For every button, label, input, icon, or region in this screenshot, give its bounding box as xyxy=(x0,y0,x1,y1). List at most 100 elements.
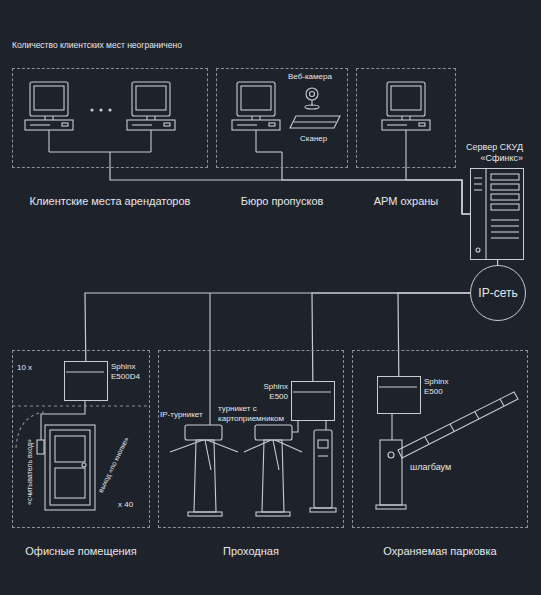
door-icon xyxy=(50,430,90,505)
card-receiver-icon xyxy=(318,455,328,456)
barrier-icon xyxy=(376,392,518,509)
controller-detail xyxy=(293,391,331,392)
controller-wire xyxy=(391,413,392,440)
network-label: IP-сеть xyxy=(478,286,517,300)
annotation-label: турникет с картоприемником xyxy=(218,404,288,423)
card-reader xyxy=(37,440,44,454)
webcam-icon xyxy=(310,92,315,97)
ellipsis-dots xyxy=(99,108,102,111)
controller-label: Sphinx E500D4 xyxy=(111,362,155,381)
turnstile-icon xyxy=(262,440,284,512)
annotation-label: Сканер xyxy=(300,134,327,144)
network-connector xyxy=(110,168,470,214)
annotation-label: x 40 xyxy=(118,500,133,510)
barrier-icon xyxy=(450,424,454,431)
controller-wire xyxy=(325,420,326,430)
turnstile-icon xyxy=(256,512,290,516)
network-connector xyxy=(406,168,470,214)
controller-label: Sphinx E500 xyxy=(424,377,468,396)
server-icon xyxy=(474,189,482,190)
scanner-icon xyxy=(290,116,340,128)
annotation-label: «считыватель вход» xyxy=(26,439,34,505)
barrier-icon xyxy=(475,412,479,419)
controller-detail xyxy=(66,371,104,372)
group-caption: Проходная xyxy=(139,545,363,558)
turnstile-icon xyxy=(170,440,203,452)
group-box: Бюро пропусков xyxy=(216,68,348,168)
ellipsis-dots xyxy=(90,108,93,111)
annotation-label: IP-турникет xyxy=(160,410,203,420)
card-reader xyxy=(37,440,44,454)
ellipsis-dots xyxy=(108,108,111,111)
door-icon xyxy=(55,436,85,462)
network-connector xyxy=(398,293,470,376)
turnstile-icon xyxy=(255,425,292,440)
controller-wire xyxy=(41,400,85,440)
server-icon xyxy=(491,174,519,180)
webcam-icon xyxy=(306,88,318,100)
barrier-icon xyxy=(388,452,394,458)
card-receiver-icon xyxy=(318,440,328,448)
server-icon xyxy=(491,194,519,200)
group-caption: Охраняемая парковка xyxy=(333,545,541,558)
controller-wire xyxy=(41,293,392,440)
server-icon xyxy=(491,184,519,190)
group-caption: АРМ охраны xyxy=(337,195,475,208)
group-box: АРМ охраны xyxy=(356,68,456,168)
door-icon xyxy=(82,463,86,467)
server-icon xyxy=(491,231,519,232)
bus-wire xyxy=(405,130,406,168)
turnstile-icon xyxy=(273,440,279,470)
computer-icon xyxy=(127,82,175,130)
group-box: Sphinx E500Охраняемая парковка xyxy=(352,350,528,528)
turnstile-icon xyxy=(188,512,222,516)
group-box: Sphinx E500Проходная xyxy=(158,350,344,528)
annotation-label: Количество клиентских мест неограничено xyxy=(12,40,182,50)
controller-box: Sphinx E500D4 xyxy=(64,361,108,401)
network-connector xyxy=(312,293,470,381)
scanner-icon xyxy=(294,121,336,122)
card-receiver-icon xyxy=(310,508,336,512)
group-caption: Бюро пропусков xyxy=(197,195,367,208)
server-icon xyxy=(474,177,482,178)
turnstile-icon xyxy=(207,440,238,452)
annotation-label: выход «по кнопке» xyxy=(97,436,131,495)
turnstile-icon xyxy=(194,440,216,512)
region-separator xyxy=(12,405,150,406)
server-icon xyxy=(491,237,519,238)
server-icon xyxy=(474,183,482,184)
group-caption: Офисные помещения xyxy=(0,545,169,558)
group-caption: Клиентские места арендаторов xyxy=(0,195,227,208)
bus-wire xyxy=(255,130,256,152)
scanner-icon xyxy=(290,116,340,128)
turnstile-icon xyxy=(185,425,222,440)
controller-detail xyxy=(379,386,417,387)
turnstile-icon xyxy=(205,440,211,470)
webcam-icon xyxy=(305,105,319,109)
computer-icon xyxy=(25,82,73,130)
server-icon xyxy=(476,248,480,252)
turnstile-icon xyxy=(275,440,302,452)
server-icon xyxy=(485,168,486,260)
bus-wire xyxy=(150,130,151,152)
barrier-icon xyxy=(425,437,429,444)
computer-icon xyxy=(382,82,430,130)
barrier-icon xyxy=(500,399,504,406)
turnstile-icon xyxy=(170,425,302,516)
bus-wire xyxy=(48,130,49,152)
card-receiver-icon xyxy=(314,430,332,508)
server-icon xyxy=(491,225,519,226)
server-box: Сервер СКУД «Сфинкс» xyxy=(470,168,524,260)
computer-icon xyxy=(25,82,430,130)
barrier-icon xyxy=(398,392,518,458)
network-connector xyxy=(282,168,470,214)
annotation-label: 10 x xyxy=(17,363,32,373)
webcam-icon xyxy=(305,88,319,109)
controller-box: Sphinx E500 xyxy=(291,381,335,421)
bus-wire xyxy=(109,152,110,168)
controller-label: Sphinx E500 xyxy=(244,382,288,401)
server-icon xyxy=(491,204,519,210)
network-circle: IP-сеть xyxy=(470,265,526,321)
server-label: Сервер СКУД «Сфинкс» xyxy=(433,142,523,164)
